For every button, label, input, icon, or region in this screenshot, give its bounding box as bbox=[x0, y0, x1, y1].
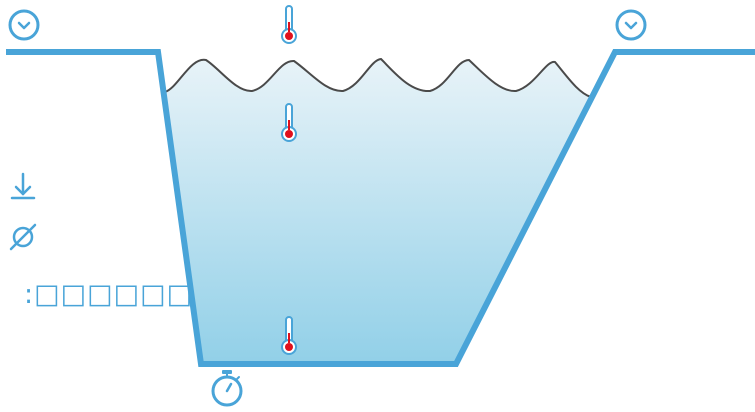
stopwatch-icon bbox=[211, 370, 243, 407]
clock-icon bbox=[8, 9, 40, 41]
wave-surface-line bbox=[164, 57, 592, 98]
arrow-down-to-line-icon bbox=[10, 172, 36, 200]
thermometer-icon bbox=[281, 5, 297, 44]
water-body bbox=[165, 59, 591, 362]
thermometer-icon bbox=[281, 103, 297, 142]
diameter-icon bbox=[9, 223, 37, 251]
pool-outline bbox=[6, 49, 755, 367]
thermometer-icon bbox=[281, 316, 297, 355]
clock-icon bbox=[615, 9, 647, 41]
side-label: :□□□□□□ bbox=[24, 279, 194, 310]
